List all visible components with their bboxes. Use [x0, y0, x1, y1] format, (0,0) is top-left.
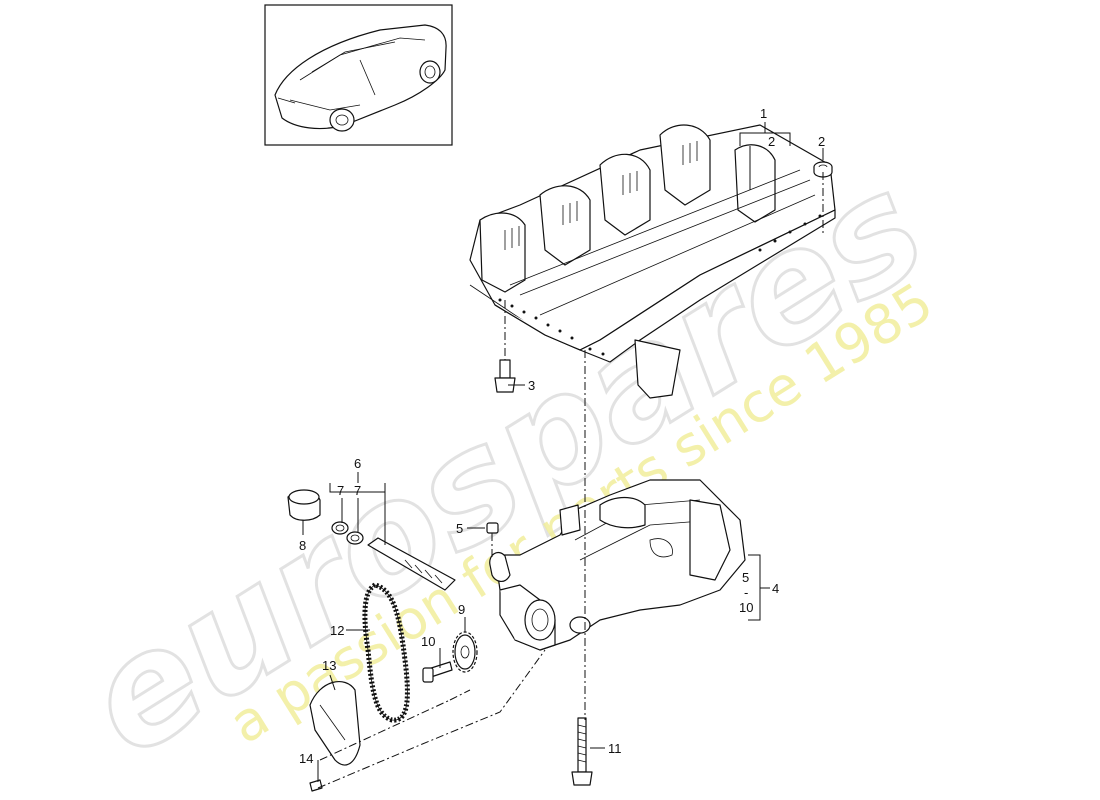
drive-shaft-assembly: [287, 489, 456, 591]
callout-range-dash: -: [744, 585, 748, 600]
callout-5-range-start: 5: [742, 570, 749, 585]
callout-9: 9: [458, 602, 465, 617]
callout-10-range-end: 10: [739, 600, 753, 615]
callout-12: 12: [330, 623, 344, 638]
callout-8: 8: [299, 538, 306, 553]
callout-14: 14: [299, 751, 313, 766]
oil-pump: [489, 479, 746, 651]
car-thumbnail: [264, 4, 453, 146]
callout-11: 11: [608, 741, 622, 756]
callout-7-second: 7: [354, 483, 361, 498]
callout-5: 5: [456, 521, 463, 536]
callout-13: 13: [322, 658, 336, 673]
drive-chain: [362, 582, 410, 723]
callout-1: 1: [760, 106, 767, 121]
car-thumbnail-icon: [274, 24, 447, 132]
leader-lines: [302, 122, 824, 782]
chain-cover: [309, 681, 361, 766]
callout-2-bracket: 2: [768, 134, 775, 149]
plug-5: [486, 522, 499, 534]
callout-3: 3: [528, 378, 535, 393]
bolt-11: [571, 717, 593, 786]
sprocket: [452, 631, 478, 673]
callout-4: 4: [772, 581, 779, 596]
callout-2: 2: [818, 134, 825, 149]
callouts: 1 2 2 3 4 5 - 10 5 6 7 7 8 9 10 11 12 13…: [299, 106, 825, 766]
alignment-lines: [317, 172, 824, 789]
callout-7-first: 7: [337, 483, 344, 498]
callout-10: 10: [421, 634, 435, 649]
bolt-3: [494, 359, 516, 393]
callout-6: 6: [354, 456, 361, 471]
bolt-10: [422, 661, 453, 683]
bolt-14: [309, 779, 323, 792]
bearing-bridge: [469, 124, 836, 399]
